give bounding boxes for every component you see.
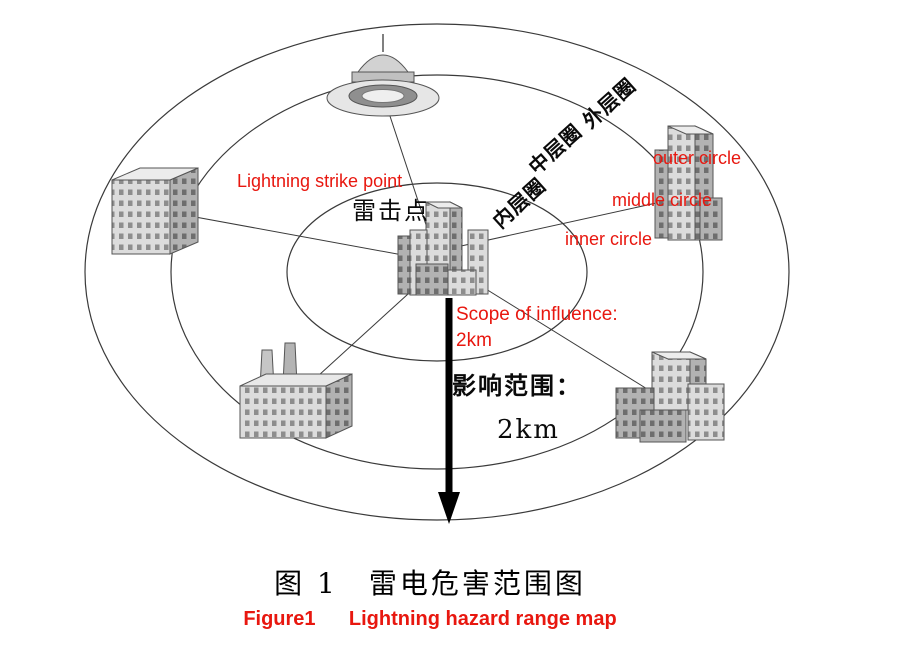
label-strike-point-zh: 雷击点	[352, 197, 430, 225]
city-center-buildings	[397, 201, 489, 296]
caption-en: Figure1 Lightning hazard range map	[243, 608, 617, 630]
label-ring-outer-en: outer circle	[653, 148, 742, 168]
label-scope-zh-line1: 影响范围：	[452, 371, 582, 400]
label-ring-middle-en: middle circle	[612, 190, 713, 210]
inner-circle-ellipse	[286, 182, 588, 362]
factory-building	[239, 342, 353, 439]
label-ring-inner-en: inner circle	[565, 229, 653, 249]
label-scope-en-line2: 2km	[456, 330, 492, 351]
tower-building-right	[654, 125, 723, 241]
middle-circle-ellipse	[170, 74, 704, 470]
label-scope-zh-line2: 2km	[497, 415, 560, 445]
label-scope-en-line1: Scope of influence:	[456, 304, 618, 325]
influence-down-arrow	[438, 298, 460, 524]
hospital-building	[615, 351, 725, 443]
dome-building	[326, 34, 440, 117]
office-building-left	[111, 167, 199, 255]
caption-zh: 图 1 雷电危害范围图	[274, 567, 586, 600]
outer-circle-ellipse	[84, 23, 790, 521]
label-strike-point-en: Lightning strike point	[237, 171, 403, 191]
